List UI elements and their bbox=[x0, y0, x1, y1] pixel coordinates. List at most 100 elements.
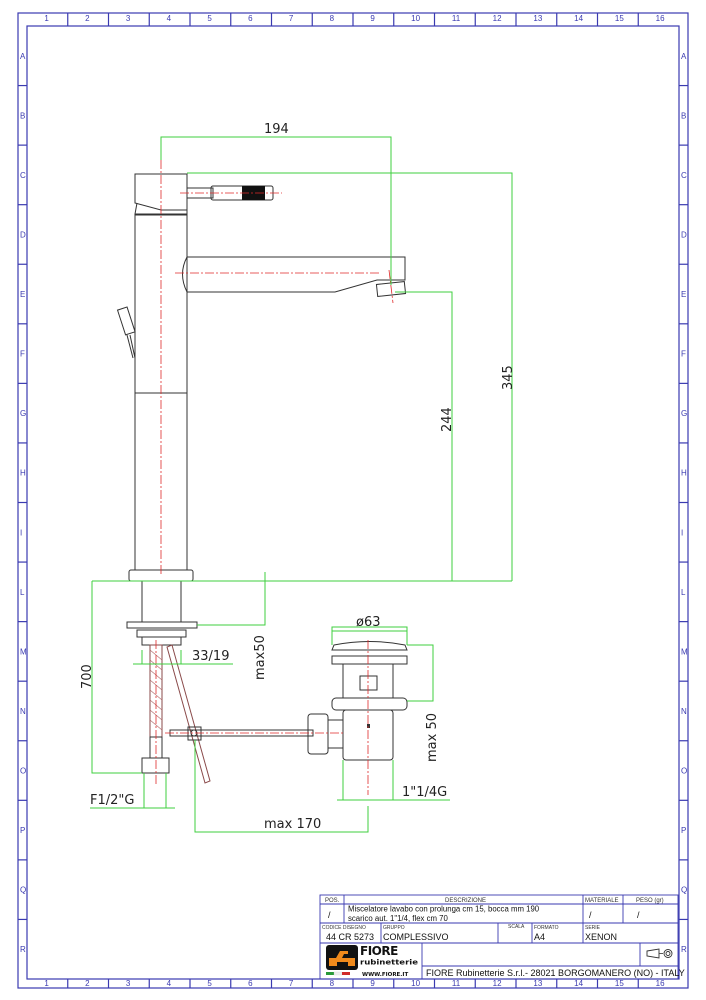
ruler-row-label: M bbox=[681, 647, 688, 656]
ruler-row-label: R bbox=[20, 945, 26, 954]
ruler-column-label: 4 bbox=[167, 14, 172, 23]
dimension-labels: 194 345 244 700 max50 33/19 F1/2"G ø63 m… bbox=[80, 122, 516, 832]
ruler-column-label: 6 bbox=[248, 979, 253, 988]
materiale-header: MATERIALE bbox=[585, 898, 619, 904]
ruler-column-label: 7 bbox=[289, 979, 294, 988]
peso-header: PESO (gr) bbox=[636, 898, 664, 904]
knurled-grip bbox=[242, 186, 265, 200]
dim-rod-max: max 170 bbox=[264, 817, 321, 832]
first-angle-projection-icon bbox=[646, 948, 673, 959]
ruler-row-label: R bbox=[681, 945, 687, 954]
ruler-row-label: L bbox=[681, 588, 686, 597]
drawing-frame: 1122334455667788991010111112121313141415… bbox=[17, 12, 689, 989]
ruler-row-label: M bbox=[20, 647, 27, 656]
logo-url: WWW.FIORE.IT bbox=[362, 972, 408, 978]
svg-text:rubinetterie: rubinetterie bbox=[360, 959, 418, 967]
company-address: FIORE Rubinetterie S.r.l.- 28021 BORGOMA… bbox=[426, 968, 685, 978]
peso-value: / bbox=[637, 910, 640, 920]
centerlines bbox=[155, 160, 394, 795]
dim-drain-max: max 50 bbox=[425, 713, 440, 762]
ruler-row-label: I bbox=[20, 528, 22, 537]
gruppo-value: COMPLESSIVO bbox=[383, 932, 449, 942]
ruler-row-label: O bbox=[681, 767, 687, 776]
ruler-row-label: N bbox=[20, 707, 26, 716]
ruler-row-label: C bbox=[681, 171, 687, 180]
ruler-column-label: 11 bbox=[452, 979, 461, 988]
description-line-1: Miscelatore lavabo con prolunga cm 15, b… bbox=[348, 905, 540, 914]
ruler-column-label: 15 bbox=[615, 979, 624, 988]
dim-shank: 33/19 bbox=[192, 649, 229, 664]
ruler-row-label: E bbox=[681, 290, 686, 299]
serie-label: SERIE bbox=[585, 925, 601, 931]
ruler-row-label: C bbox=[20, 171, 26, 180]
ruler-column-label: 1 bbox=[44, 979, 49, 988]
descrizione-header: DESCRIZIONE bbox=[445, 898, 486, 904]
ruler-row-label: G bbox=[681, 409, 687, 418]
ruler-column-label: 5 bbox=[207, 14, 212, 23]
ruler-column-label: 5 bbox=[207, 979, 212, 988]
formato-label: FORMATO bbox=[534, 925, 559, 931]
dim-flex-connection: F1/2"G bbox=[90, 793, 134, 808]
ruler-column-label: 15 bbox=[615, 14, 624, 23]
materiale-value: / bbox=[589, 910, 592, 920]
ruler-row-label: P bbox=[20, 826, 25, 835]
ruler-row-label: I bbox=[681, 528, 683, 537]
ruler-column-label: 3 bbox=[126, 14, 131, 23]
ruler-column-label: 14 bbox=[574, 979, 583, 988]
ruler-row-label: P bbox=[681, 826, 686, 835]
ruler-column-label: 12 bbox=[493, 979, 502, 988]
ruler-row-label: Q bbox=[20, 886, 26, 895]
ruler-column-label: 9 bbox=[370, 979, 375, 988]
ruler: 1122334455667788991010111112121313141415… bbox=[18, 13, 688, 988]
dimension-lines bbox=[90, 136, 513, 833]
ruler-column-label: 2 bbox=[85, 979, 90, 988]
dim-flex-length: 700 bbox=[80, 664, 95, 689]
ruler-column-label: 9 bbox=[370, 14, 375, 23]
ruler-row-label: B bbox=[20, 111, 25, 120]
ruler-column-label: 16 bbox=[656, 979, 665, 988]
ruler-row-label: F bbox=[681, 350, 686, 359]
ruler-row-label: O bbox=[20, 767, 26, 776]
ruler-column-label: 2 bbox=[85, 14, 90, 23]
codice-label: CODICE DISEGNO bbox=[322, 925, 366, 931]
gruppo-label: GRUPPO bbox=[383, 925, 405, 931]
description-line-2: scarico aut. 1"1/4, flex cm 70 bbox=[348, 914, 449, 923]
ruler-row-label: B bbox=[681, 111, 686, 120]
ruler-row-label: H bbox=[681, 469, 687, 478]
pos-value: / bbox=[328, 910, 331, 920]
ruler-column-label: 4 bbox=[167, 979, 172, 988]
dim-max-deck: max50 bbox=[253, 635, 268, 680]
pos-header: POS. bbox=[325, 898, 340, 904]
ruler-column-label: 12 bbox=[493, 14, 502, 23]
scala-label: SCALA bbox=[508, 924, 525, 930]
svg-text:FIORE: FIORE bbox=[360, 944, 398, 958]
ruler-row-label: L bbox=[20, 588, 25, 597]
dim-total-height: 345 bbox=[501, 365, 516, 390]
ruler-row-label: A bbox=[20, 52, 26, 61]
ruler-row-label: A bbox=[681, 52, 687, 61]
ruler-column-label: 11 bbox=[452, 14, 461, 23]
ruler-row-label: H bbox=[20, 469, 26, 478]
ruler-row-label: G bbox=[20, 409, 26, 418]
title-block: POS. DESCRIZIONE MATERIALE PESO (gr) / M… bbox=[319, 894, 685, 980]
ruler-row-label: F bbox=[20, 350, 25, 359]
ruler-column-label: 13 bbox=[533, 979, 542, 988]
ruler-column-label: 3 bbox=[126, 979, 131, 988]
ruler-column-label: 8 bbox=[330, 14, 335, 23]
dim-spout-height: 244 bbox=[440, 407, 455, 432]
ruler-column-label: 10 bbox=[411, 14, 420, 23]
serie-value: XENON bbox=[585, 932, 617, 942]
dim-drain-thread: 1"1/4G bbox=[402, 785, 447, 800]
codice-value: 44 CR 5273 bbox=[326, 932, 374, 942]
ruler-column-label: 16 bbox=[656, 14, 665, 23]
dim-spout-reach: 194 bbox=[264, 122, 289, 137]
ruler-row-label: Q bbox=[681, 886, 687, 895]
ruler-column-label: 8 bbox=[330, 979, 335, 988]
ruler-column-label: 7 bbox=[289, 14, 294, 23]
ruler-column-label: 14 bbox=[574, 14, 583, 23]
fiore-logo: FIORE rubinetterie WWW.FIORE.IT bbox=[326, 944, 418, 978]
ruler-row-label: D bbox=[681, 230, 687, 239]
dim-drain-diameter: ø63 bbox=[356, 615, 381, 630]
ruler-row-label: D bbox=[20, 230, 26, 239]
